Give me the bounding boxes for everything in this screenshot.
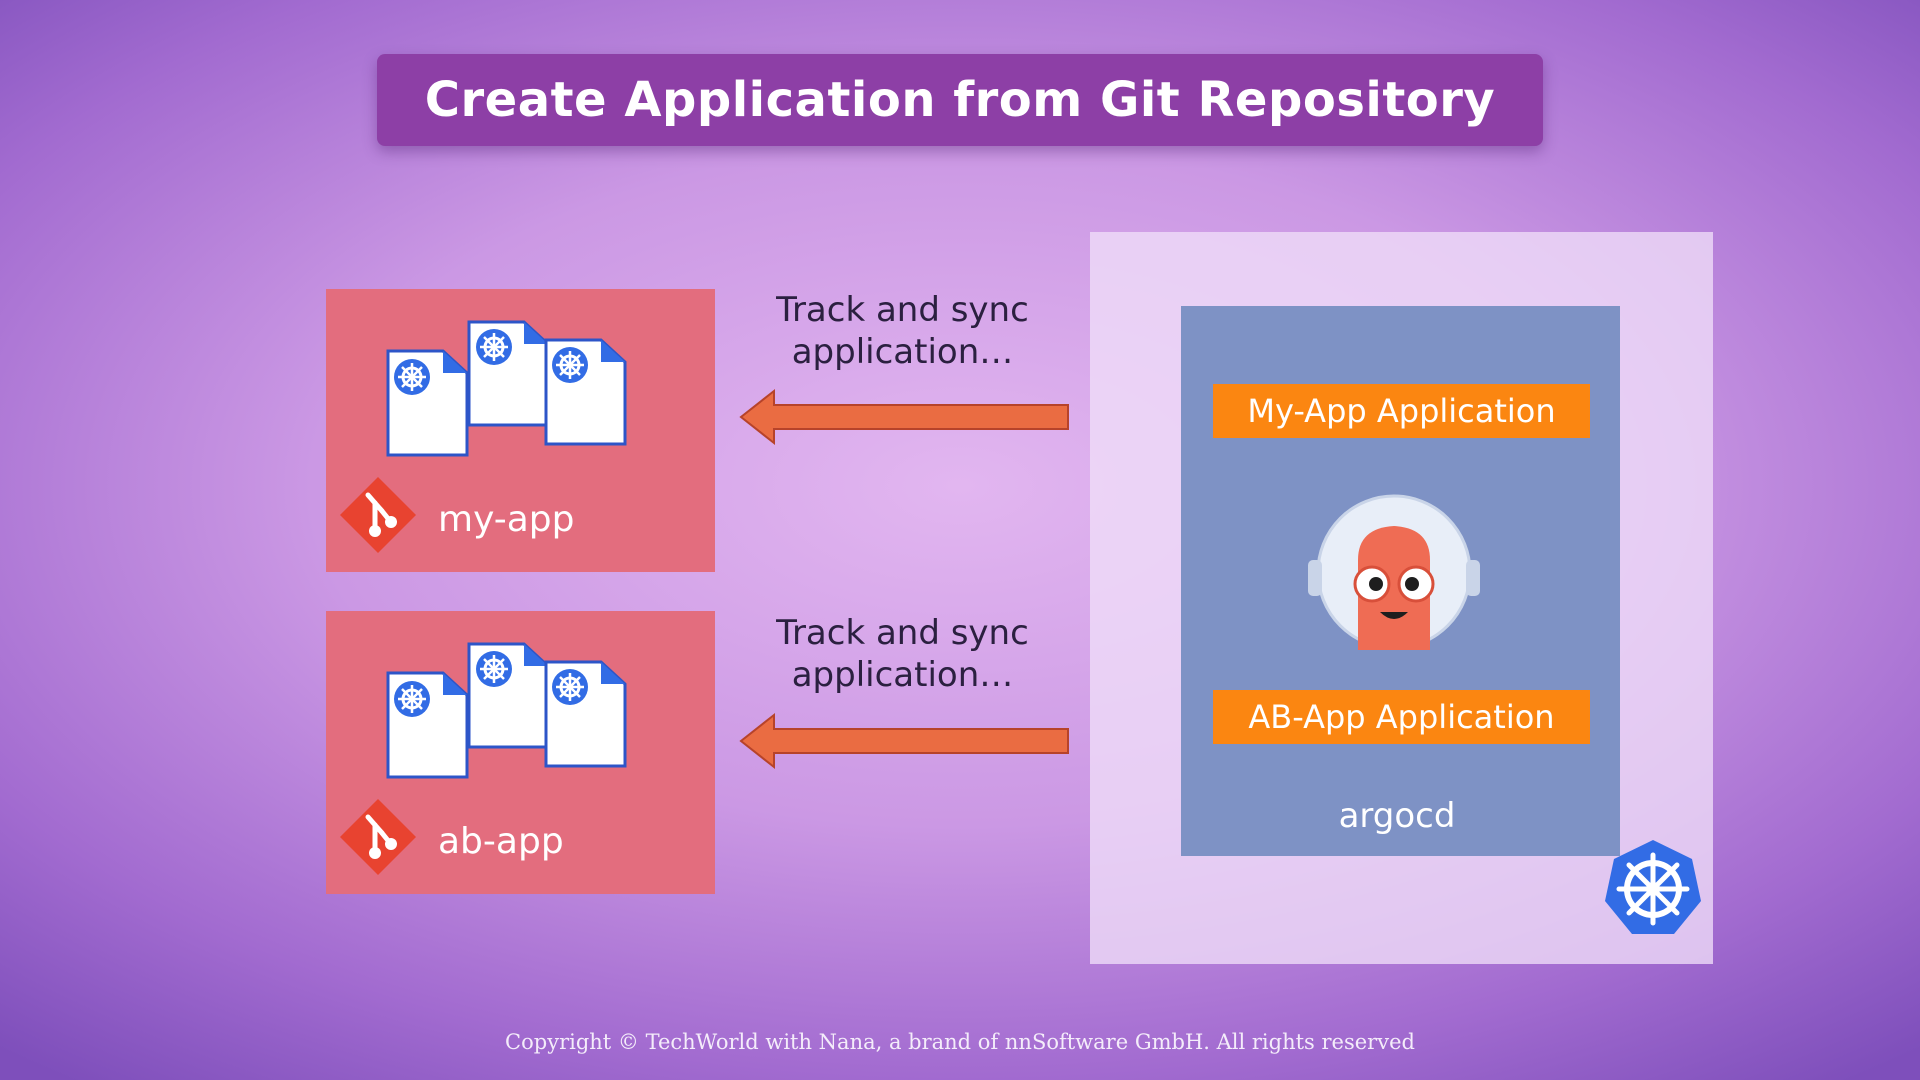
sync-caption-line: Track and sync bbox=[776, 290, 1029, 330]
repo-box-my-app: my-app bbox=[326, 289, 715, 572]
application-badge: AB-App Application bbox=[1213, 690, 1590, 744]
sync-caption: Track and sync application… bbox=[740, 612, 1065, 696]
manifest-file-icon bbox=[386, 349, 469, 457]
kubernetes-manifest-icon bbox=[386, 320, 627, 457]
copyright-footer: Copyright © TechWorld with Nana, a brand… bbox=[505, 1030, 1415, 1054]
manifest-file-icon bbox=[467, 642, 550, 749]
repo-box-ab-app: ab-app bbox=[326, 611, 715, 894]
argo-mascot-icon bbox=[1308, 494, 1480, 650]
sync-arrow bbox=[739, 388, 1069, 446]
manifest-file-icon bbox=[544, 338, 627, 446]
sync-arrow bbox=[739, 712, 1069, 770]
application-badge: My-App Application bbox=[1213, 384, 1590, 438]
title-banner: Create Application from Git Repository bbox=[377, 54, 1543, 146]
manifest-file-icon bbox=[544, 660, 627, 768]
sync-caption: Track and sync application… bbox=[740, 289, 1065, 373]
sync-caption-line: application… bbox=[791, 332, 1014, 372]
namespace-label: argocd bbox=[1338, 796, 1456, 836]
page-title: Create Application from Git Repository bbox=[424, 72, 1496, 128]
kubernetes-icon bbox=[1605, 840, 1701, 934]
sync-caption-line: application… bbox=[791, 655, 1014, 695]
manifest-file-icon bbox=[467, 320, 550, 427]
git-icon bbox=[340, 799, 416, 875]
kubernetes-manifest-icon bbox=[386, 642, 627, 779]
repo-label: my-app bbox=[438, 499, 575, 540]
manifest-file-icon bbox=[386, 671, 469, 779]
git-icon bbox=[340, 477, 416, 553]
repo-label: ab-app bbox=[438, 821, 564, 862]
sync-caption-line: Track and sync bbox=[776, 613, 1029, 653]
